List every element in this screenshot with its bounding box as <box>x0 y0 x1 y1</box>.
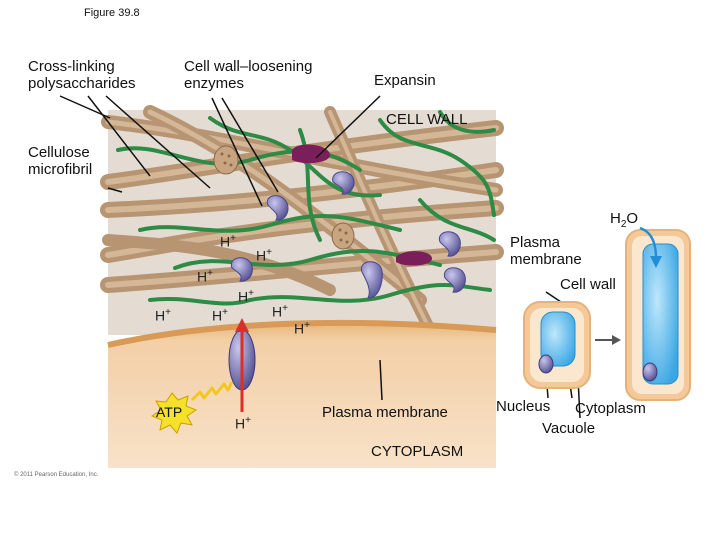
cytoplasm-region <box>107 319 497 468</box>
wall-loosening-enzymes <box>230 171 466 299</box>
label-line: Plasma <box>510 234 561 251</box>
label-plasma-membrane-center: Plasma membrane <box>322 404 448 421</box>
small-cell-nucleus <box>538 354 554 374</box>
h2o-subscript: 2 <box>620 219 627 230</box>
label-atp: ATP <box>156 404 183 420</box>
h-ion-symbol: H <box>272 303 283 320</box>
label-wall-loosening-enzymes: Cell wall–loosening enzymes <box>184 58 312 92</box>
h-ion-symbol: H <box>197 268 208 285</box>
growth-arrow <box>595 335 621 345</box>
h-ion-charge: + <box>282 303 288 314</box>
h-ion: H+ <box>272 303 288 320</box>
h-ion: H+ <box>256 247 272 264</box>
cross-section-dots <box>220 152 349 244</box>
label-cytoplasm-upper: CYTOPLASM <box>371 443 464 460</box>
large-cell <box>625 229 691 401</box>
h-ion-charge: + <box>245 415 251 426</box>
h-ion: H+ <box>212 307 228 324</box>
label-cytoplasm-right: Cytoplasm <box>575 400 646 417</box>
h-ion: H+ <box>294 320 310 337</box>
atp-burst <box>150 392 198 434</box>
h-ion: H+ <box>197 268 213 285</box>
h-ion-symbol: H <box>294 320 305 337</box>
h-ion-charge: + <box>304 320 310 331</box>
copyright-notice: © 2011 Pearson Education, Inc. <box>14 472 99 478</box>
label-line: enzymes <box>184 75 245 92</box>
h-ion: H+ <box>155 307 171 324</box>
h-ion-symbol: H <box>155 307 166 324</box>
energy-zigzag <box>190 381 234 402</box>
h-ion-symbol: H <box>220 233 231 250</box>
label-expansin: Expansin <box>374 72 436 89</box>
label-h2o: H2O <box>610 210 638 233</box>
label-cellulose-microfibril: Cellulose microfibril <box>28 144 92 178</box>
label-cell-wall-upper: CELL WALL <box>386 111 468 128</box>
cellulose-cross-sections <box>213 145 355 250</box>
h-ion-symbol: H <box>238 288 249 305</box>
label-line: Cell wall–loosening <box>184 58 313 75</box>
label-line: Cellulose <box>28 144 90 161</box>
h-ion-charge: + <box>248 288 254 299</box>
label-line: Cross-linking <box>28 58 115 75</box>
h-ion-symbol: H <box>212 307 223 324</box>
label-vacuole: Vacuole <box>542 420 596 437</box>
label-line: membrane <box>510 251 582 268</box>
h-ion: H+ <box>238 288 254 305</box>
h-ion-symbol: H <box>256 247 267 264</box>
h2o-h: H <box>610 210 621 227</box>
label-line: microfibril <box>28 161 93 178</box>
h-ion-charge: + <box>266 247 272 258</box>
h2o-o: O <box>626 210 639 227</box>
label-nucleus: Nucleus <box>496 398 551 415</box>
label-cell-wall-right: Cell wall <box>560 276 616 293</box>
figure-title: Figure 39.8 <box>84 7 140 19</box>
label-line: polysaccharides <box>28 75 136 92</box>
h-ion-charge: + <box>230 233 236 244</box>
h-ion-charge: + <box>222 307 228 318</box>
h-ion-charge: + <box>165 307 171 318</box>
label-cross-linking-polysaccharides: Cross-linking polysaccharides <box>28 58 136 92</box>
small-cell <box>523 301 591 389</box>
expansin-molecules <box>292 144 433 266</box>
leader-lines <box>59 95 581 419</box>
label-plasma-membrane-right: Plasma membrane <box>510 234 582 268</box>
h-ion-symbol: H <box>235 415 246 432</box>
h-ion: H+ <box>235 415 251 432</box>
water-arrow <box>639 226 662 268</box>
h-ion-charge: + <box>207 268 213 279</box>
large-cell-nucleus <box>642 362 658 382</box>
pump-arrow <box>235 318 249 412</box>
h-ion: H+ <box>220 233 236 250</box>
